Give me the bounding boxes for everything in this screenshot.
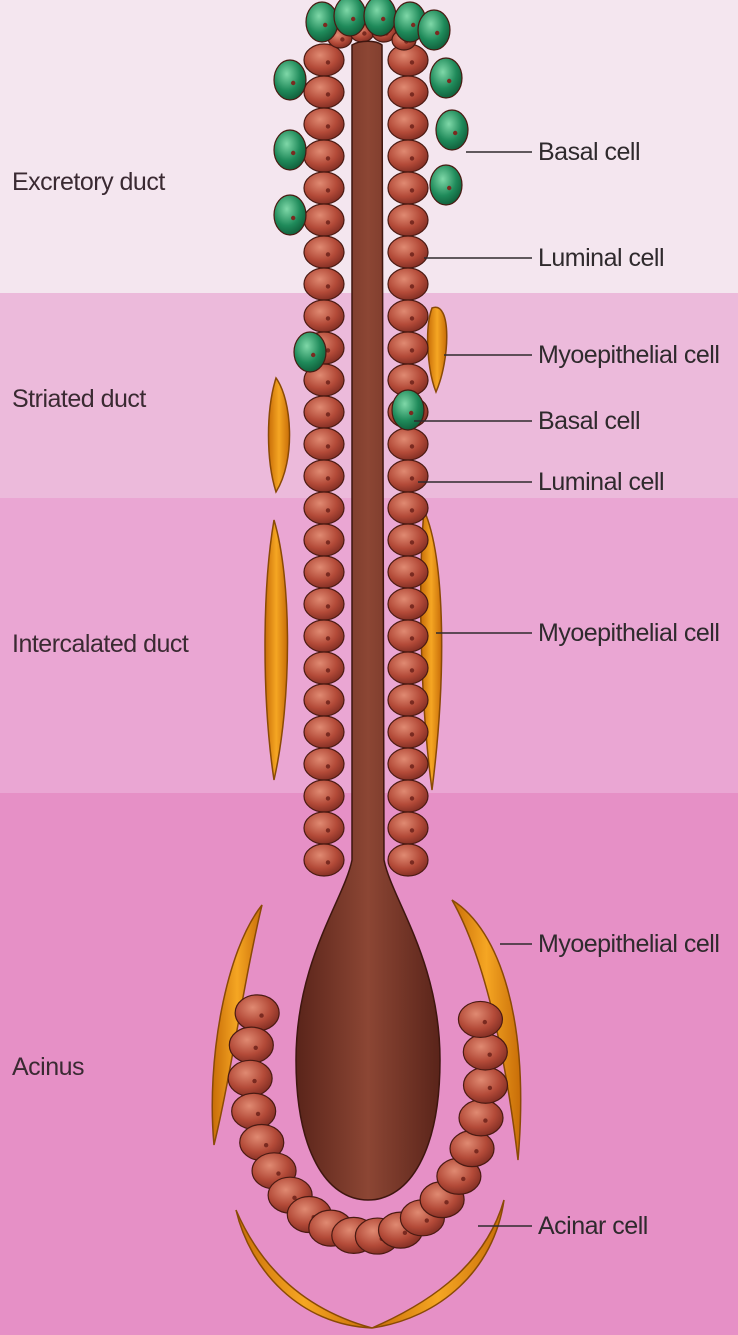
luminal-cell [304, 76, 344, 108]
acinar-cell [235, 995, 279, 1031]
basal-cell [418, 10, 450, 50]
luminal-cell [304, 748, 344, 780]
callout-luminal-cell-1: Luminal cell [538, 244, 664, 273]
luminal-cell [388, 844, 428, 876]
acinar-cell [463, 1034, 507, 1070]
excretory-duct-label: Excretory duct [12, 168, 165, 197]
luminal-cell [388, 268, 428, 300]
basal-cell [364, 0, 396, 36]
luminal-cell [304, 108, 344, 140]
basal-cell [430, 58, 462, 98]
basal-cell [430, 165, 462, 205]
luminal-cell [388, 332, 428, 364]
basal-cell [306, 2, 338, 42]
luminal-cell [304, 268, 344, 300]
basal-cell [294, 332, 326, 372]
luminal-cell [304, 428, 344, 460]
luminal-cell [388, 140, 428, 172]
luminal-cell [304, 684, 344, 716]
luminal-cell [388, 684, 428, 716]
basal-cell [392, 390, 424, 430]
luminal-cell [304, 556, 344, 588]
luminal-cell [304, 204, 344, 236]
striated-duct-label: Striated duct [12, 385, 146, 414]
luminal-cell [388, 108, 428, 140]
basal-cell [274, 60, 306, 100]
luminal-cell [388, 780, 428, 812]
luminal-cell [304, 652, 344, 684]
acinus-label: Acinus [12, 1053, 84, 1082]
basal-cell [436, 110, 468, 150]
luminal-cell [304, 620, 344, 652]
acinar-cell [458, 1001, 502, 1037]
luminal-cell [304, 844, 344, 876]
luminal-cell [388, 300, 428, 332]
luminal-cell [388, 556, 428, 588]
acinar-cell [229, 1027, 273, 1063]
callout-myoepithelial-cell-2: Myoepithelial cell [538, 619, 719, 648]
acinar-cell [232, 1093, 276, 1129]
luminal-cell [304, 396, 344, 428]
acinar-cell [228, 1060, 272, 1096]
luminal-cell [304, 716, 344, 748]
luminal-cell [304, 588, 344, 620]
luminal-cell [388, 620, 428, 652]
callout-acinar-cell: Acinar cell [538, 1212, 648, 1241]
luminal-cell [304, 140, 344, 172]
luminal-cell [304, 780, 344, 812]
luminal-cell [388, 748, 428, 780]
luminal-cell [304, 460, 344, 492]
basal-cell [334, 0, 366, 36]
luminal-cell [388, 652, 428, 684]
acinar-cell [450, 1131, 494, 1167]
luminal-cell [388, 76, 428, 108]
luminal-cell [304, 492, 344, 524]
callout-luminal-cell-2: Luminal cell [538, 468, 664, 497]
luminal-cell [388, 236, 428, 268]
luminal-cell [388, 204, 428, 236]
luminal-cell [388, 716, 428, 748]
intercalated-duct-label: Intercalated duct [12, 630, 188, 659]
luminal-cell [388, 460, 428, 492]
basal-cell [274, 195, 306, 235]
luminal-cell [388, 812, 428, 844]
callout-basal-cell-1: Basal cell [538, 138, 640, 167]
callout-myoepithelial-cell-3: Myoepithelial cell [538, 930, 719, 959]
luminal-cell [304, 44, 344, 76]
callout-basal-cell-2: Basal cell [538, 407, 640, 436]
luminal-cell [304, 236, 344, 268]
luminal-cell [388, 524, 428, 556]
luminal-cell [304, 524, 344, 556]
callout-myoepithelial-cell-1: Myoepithelial cell [538, 341, 719, 370]
basal-cell [274, 130, 306, 170]
luminal-cell [388, 172, 428, 204]
acinar-cell [459, 1100, 503, 1136]
luminal-cell [388, 428, 428, 460]
luminal-cell [304, 300, 344, 332]
acinar-cell [464, 1067, 508, 1103]
luminal-cell [388, 492, 428, 524]
luminal-cell [304, 172, 344, 204]
luminal-cell [304, 812, 344, 844]
luminal-cell [388, 588, 428, 620]
